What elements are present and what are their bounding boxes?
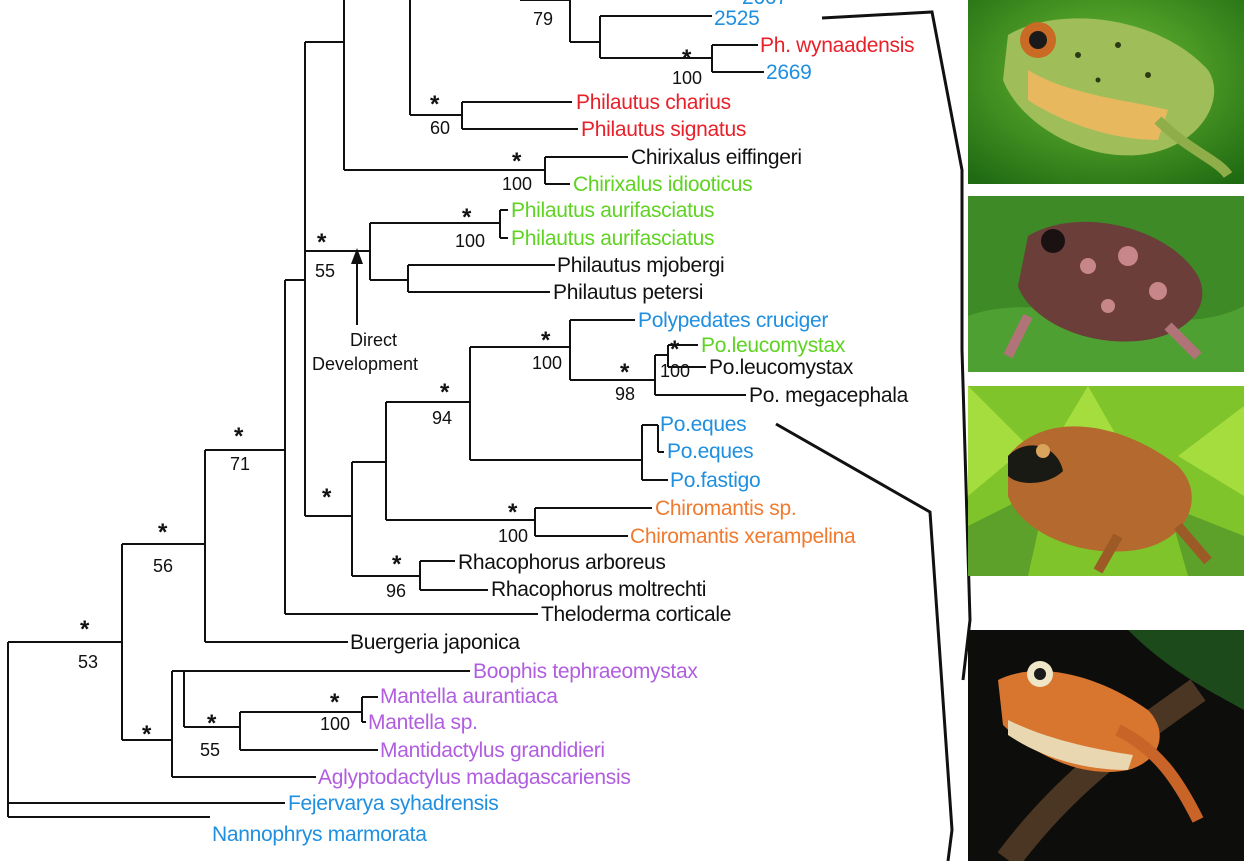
taxon-label: Boophis tephraeomystax <box>473 660 698 683</box>
taxon-label: Philautus charius <box>576 91 731 114</box>
star: * <box>322 484 332 511</box>
taxon-label: Po. megacephala <box>749 384 909 407</box>
green-bush-frog-photo <box>968 0 1244 184</box>
taxon-label: Chiromantis xerampelina <box>630 525 856 548</box>
support-79: 79 <box>533 9 553 29</box>
taxon-label: Po.fastigo <box>670 469 760 492</box>
support-98: 98 <box>615 384 635 404</box>
support-53: 53 <box>78 652 98 672</box>
star: * <box>317 229 327 256</box>
star: * <box>234 423 244 450</box>
support-100: 100 <box>320 714 350 734</box>
taxon-label: 2667 <box>742 0 788 9</box>
direct-development-arrowhead <box>351 248 363 264</box>
tree-frog-night-photo <box>968 630 1244 861</box>
support-100: 100 <box>532 353 562 373</box>
star: * <box>462 204 472 231</box>
photo-connector-lines <box>775 10 972 861</box>
taxon-label: Po.leucomystax <box>709 356 854 379</box>
support-94: 94 <box>432 408 452 428</box>
direct-development-label-line2: Development <box>312 354 418 374</box>
orange-brown-frog-photo <box>968 386 1244 576</box>
support-100: 100 <box>455 231 485 251</box>
taxon-label: Po.eques <box>660 413 746 436</box>
star: * <box>80 616 90 643</box>
support-55: 55 <box>200 740 220 760</box>
taxon-label: Philautus signatus <box>581 118 746 141</box>
taxon-label: Philautus petersi <box>553 281 703 304</box>
star: * <box>670 336 680 363</box>
star: * <box>512 148 522 175</box>
taxon-label: Mantella aurantiaca <box>380 685 558 708</box>
taxon-label: Philautus aurifasciatus <box>511 199 714 222</box>
star: * <box>430 91 440 118</box>
support-71: 71 <box>230 454 250 474</box>
taxon-label: Nannophrys marmorata <box>212 823 427 846</box>
star: * <box>207 710 217 737</box>
taxon-label: Rhacophorus arboreus <box>458 551 666 574</box>
star: * <box>158 519 168 546</box>
taxon-label: Mantella sp. <box>368 711 478 734</box>
taxon-label: Theloderma corticale <box>541 603 731 626</box>
taxon-label: Chiromantis sp. <box>655 497 796 520</box>
taxon-label: Mantidactylus grandidieri <box>380 739 605 762</box>
taxon-label: Chirixalus idiooticus <box>573 173 752 196</box>
taxon-label: Po.leucomystax <box>701 334 846 357</box>
support-96: 96 <box>386 581 406 601</box>
brown-mottled-frog-photo <box>968 196 1244 372</box>
support-56: 56 <box>153 556 173 576</box>
taxon-label: Rhacophorus moltrechti <box>491 578 706 601</box>
taxon-label: Polypedates cruciger <box>638 309 828 332</box>
star: * <box>620 359 630 386</box>
support-values: 79 * 100 * 60 * 100 * 100 * 55 * 100 * 1… <box>78 9 702 760</box>
support-55: 55 <box>315 261 335 281</box>
taxon-label: Philautus mjobergi <box>557 254 724 277</box>
taxon-label: 2669 <box>766 61 812 84</box>
taxon-label: Philautus aurifasciatus <box>511 227 714 250</box>
taxon-label: Buergeria japonica <box>350 631 520 654</box>
taxon-label: 2525 <box>714 7 760 30</box>
star: * <box>508 499 518 526</box>
taxon-label: Fejervarya syhadrensis <box>288 792 499 815</box>
tree-branches <box>7 0 764 818</box>
support-100: 100 <box>502 174 532 194</box>
taxon-label: Ph. wynaadensis <box>760 34 914 57</box>
taxon-labels: 2667 2525 Ph. wynaadensis 2669 Philautus… <box>212 0 915 846</box>
star: * <box>142 721 152 748</box>
support-100: 100 <box>498 526 528 546</box>
taxon-label: Po.eques <box>667 440 753 463</box>
support-100: 100 <box>672 68 702 88</box>
star: * <box>330 689 340 716</box>
star: * <box>440 379 450 406</box>
support-100: 100 <box>660 361 690 381</box>
direct-development-label-line1: Direct <box>350 330 397 350</box>
taxon-label: Aglyptodactylus madagascariensis <box>318 766 631 789</box>
star: * <box>541 327 551 354</box>
support-60: 60 <box>430 118 450 138</box>
taxon-label: Chirixalus eiffingeri <box>631 146 802 169</box>
star: * <box>392 551 402 578</box>
star: * <box>682 45 692 72</box>
